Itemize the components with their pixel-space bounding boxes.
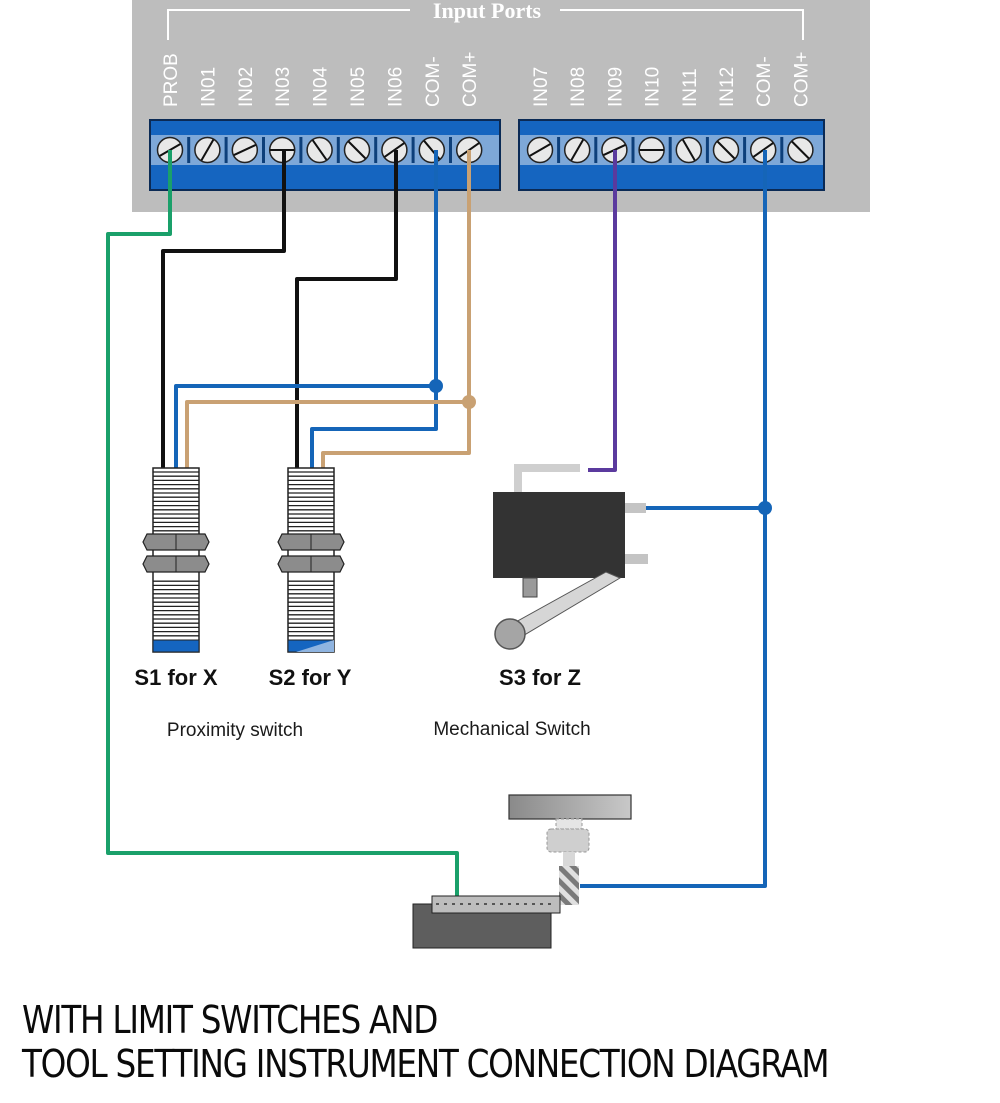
terminal-block-left [149, 119, 501, 191]
wire-in09-s3 [588, 150, 617, 472]
caption-line-2: TOOL SETTING INSTRUMENT CONNECTION DIAGR… [22, 1042, 830, 1086]
tool-setting-instrument [412, 794, 632, 949]
wire-probe [106, 150, 459, 898]
wire-com-minus-s1 [174, 384, 436, 475]
port-label: IN01 [198, 67, 219, 107]
port-label: IN07 [531, 67, 552, 107]
port-label: IN04 [311, 66, 332, 107]
port-label: COM+ [460, 52, 481, 107]
port-label: COM- [754, 56, 775, 107]
wire-com-plus-right [580, 150, 767, 888]
proximity-sensor-s2 [277, 467, 345, 653]
terminal-divider [299, 137, 303, 163]
terminal-block-right [518, 119, 825, 191]
tool-shank [563, 852, 575, 867]
terminal-screw-in01[interactable] [194, 136, 221, 164]
switch-lead-right-2 [624, 554, 648, 564]
switch-lead-top [514, 464, 580, 495]
port-label: COM+ [791, 52, 812, 107]
terminal-divider [374, 137, 378, 163]
input-ports-header: Input Ports [433, 0, 542, 23]
terminal-divider [780, 137, 784, 163]
end-mill-bit [559, 866, 579, 905]
mechanical-switch-label: Mechanical Switch [433, 719, 590, 740]
setter-plate [431, 895, 561, 914]
switch-plunger [522, 577, 538, 598]
terminal-screw-in02[interactable] [231, 136, 259, 164]
terminal-divider [705, 137, 709, 163]
input-ports-bracket-right [560, 9, 804, 40]
port-label: IN12 [717, 67, 738, 107]
tool-chuck [546, 828, 590, 853]
terminal-screw-in08[interactable] [563, 136, 591, 164]
proximity-switch-label: Proximity switch [167, 720, 303, 741]
wire-com-minus [310, 150, 438, 470]
terminal-divider [187, 137, 191, 163]
s1-label: S1 for X [134, 665, 217, 690]
spindle-collar [555, 818, 583, 830]
terminal-screw-in04[interactable] [306, 136, 333, 164]
port-labels: PROB IN01 IN02 IN03 IN04 IN05 IN06 COM- COM+ IN07… [161, 52, 812, 107]
junction-com-minus [429, 379, 443, 393]
wires [106, 150, 772, 898]
port-label: PROB [161, 53, 182, 107]
input-ports-bracket [167, 9, 410, 40]
port-label: IN08 [568, 67, 589, 107]
terminal-screw-complus[interactable] [787, 136, 814, 164]
terminal-divider [262, 137, 265, 163]
mechanical-switch-s3 [493, 464, 648, 650]
switch-lead-right-1 [624, 503, 646, 513]
wire-com-plus-s1 [185, 400, 469, 475]
junction-com-plus [462, 395, 476, 409]
terminal-divider [668, 137, 672, 163]
port-label: IN10 [643, 67, 664, 107]
terminal-divider [224, 137, 228, 163]
terminal-screw-in07[interactable] [526, 136, 554, 164]
wire-in06-s2 [295, 150, 398, 470]
s3-label: S3 for Z [499, 665, 581, 690]
terminal-divider [594, 137, 598, 163]
terminal-divider [631, 137, 635, 163]
caption-line-1: WITH LIMIT SWITCHES AND [22, 998, 438, 1042]
terminal-divider [336, 137, 340, 163]
spindle-head [508, 794, 632, 820]
port-label: IN05 [348, 67, 369, 107]
junction-s3 [758, 501, 772, 515]
port-label: COM- [423, 56, 444, 107]
wire-in03-s1 [161, 150, 286, 470]
terminal-screw-in10[interactable] [638, 136, 665, 164]
terminal-screw-in11[interactable] [675, 136, 703, 164]
sensor-tip-highlight [296, 640, 334, 652]
switch-roller [494, 618, 526, 650]
proximity-sensor-s1 [142, 467, 210, 653]
switch-body [493, 492, 625, 578]
port-label: IN03 [273, 67, 294, 107]
port-label: IN06 [385, 67, 406, 107]
terminal-screw-in05[interactable] [343, 136, 371, 164]
terminal-divider [743, 137, 747, 163]
port-label: IN02 [236, 67, 257, 107]
wire-com-plus [321, 150, 471, 470]
port-label: IN11 [680, 68, 701, 107]
s2-label: S2 for Y [269, 665, 352, 690]
sensor-tip [152, 639, 200, 653]
terminal-divider [411, 137, 415, 163]
terminal-divider [557, 137, 561, 163]
terminal-screw-in12[interactable] [712, 136, 740, 164]
terminal-screw-comminus[interactable] [418, 136, 446, 164]
terminal-divider [449, 137, 452, 163]
port-label: IN09 [605, 67, 626, 107]
